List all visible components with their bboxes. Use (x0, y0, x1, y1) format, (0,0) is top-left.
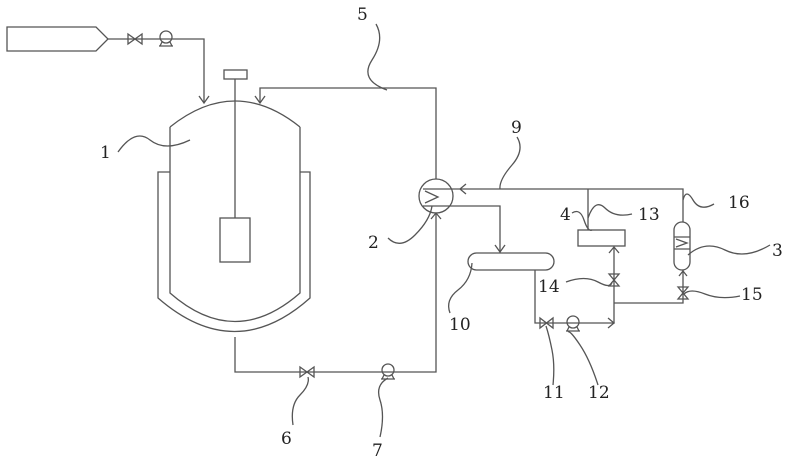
label-12: 12 (588, 383, 610, 403)
label-4: 4 (560, 205, 571, 225)
gas-cylinder (7, 27, 108, 51)
pipe-to-tank (453, 206, 500, 253)
feed-pipe (108, 39, 204, 103)
label-10: 10 (449, 315, 471, 335)
label-11: 11 (543, 383, 565, 403)
return-pipe-5 (260, 88, 436, 179)
reactor-jacket (158, 172, 310, 332)
circulation-pipe (235, 213, 436, 372)
label-9: 9 (511, 118, 522, 138)
label-1: 1 (100, 143, 111, 163)
label-5: 5 (357, 5, 368, 25)
reactor-vessel (158, 101, 310, 332)
label-6: 6 (281, 429, 292, 449)
label-14: 14 (538, 277, 560, 297)
label-16: 16 (728, 193, 750, 213)
heat-exchanger (419, 179, 466, 219)
label-7: 7 (372, 441, 383, 461)
pipe-15 (614, 270, 683, 303)
component-4 (578, 230, 625, 246)
label-2: 2 (368, 233, 379, 253)
label-13: 13 (638, 205, 660, 225)
separator-3 (674, 222, 690, 270)
leader-lines (118, 24, 770, 437)
label-3: 3 (772, 241, 783, 261)
tank-10 (468, 253, 554, 270)
label-15: 15 (741, 285, 763, 305)
agitator (220, 70, 250, 262)
